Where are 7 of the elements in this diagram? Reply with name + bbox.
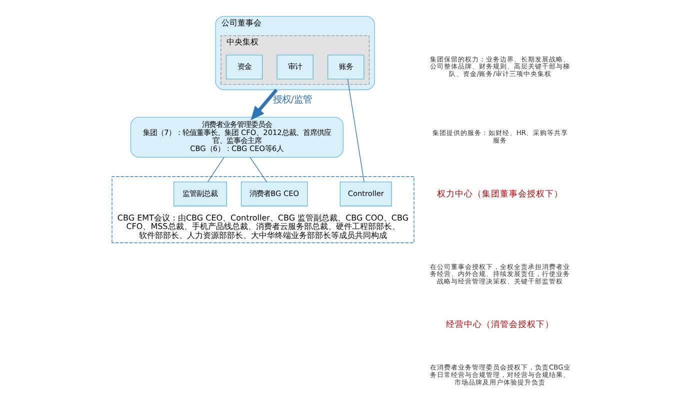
connector	[250, 156, 268, 182]
connector	[207, 156, 224, 182]
arrow	[250, 88, 278, 120]
label: 经营中心（消管会授权下）	[446, 320, 554, 330]
label: 权力中心（集团董事会授权下）	[437, 189, 564, 200]
edge-label: 授权/监管	[272, 94, 312, 106]
connector	[347, 78, 364, 182]
